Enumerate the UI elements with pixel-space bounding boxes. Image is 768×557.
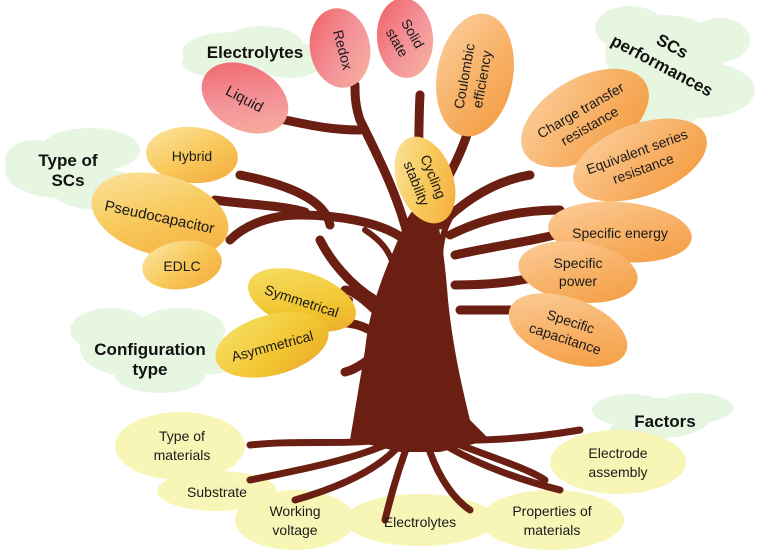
factor-electrode-assembly-line2: assembly — [588, 464, 647, 480]
factor-type-of-materials-line1: Type of — [159, 428, 205, 444]
factor-type-of-materials-line2: materials — [154, 447, 211, 463]
leaves: Liquid Redox Solid state Coulombic effic… — [91, 0, 707, 378]
leaf-specific-power-line1: Specific — [553, 255, 602, 271]
blob-type-of-materials — [115, 412, 245, 480]
leaf-cycling: Cycling stability — [394, 136, 456, 224]
tree-trunk — [350, 200, 490, 452]
blob-working-voltage — [235, 490, 355, 550]
factor-properties-line1: Properties of — [512, 503, 591, 519]
leaf-liquid: Liquid — [201, 62, 289, 134]
factor-substrate: Substrate — [187, 484, 247, 500]
leaf-esr: Equivalent series resistance — [573, 118, 707, 202]
leaf-specific-energy-label: Specific energy — [572, 225, 668, 241]
title-configuration-line1: Configuration — [94, 340, 205, 359]
cloud-electrolytes — [182, 26, 324, 78]
leaf-coulombic: Coulombic efficiency — [436, 13, 514, 137]
factor-working-voltage-line2: voltage — [272, 522, 317, 538]
leaf-asymmetrical: Asymmetrical — [215, 312, 329, 378]
leaf-solid-state: Solid state — [376, 0, 434, 78]
factor-labels: Type of materials Substrate Working volt… — [154, 428, 648, 538]
factor-properties-line2: materials — [524, 522, 581, 538]
factor-electrolytes: Electrolytes — [384, 514, 456, 530]
leaf-edlc-label: EDLC — [163, 258, 200, 274]
blob-electrode-assembly — [550, 430, 686, 494]
leaf-specific-capacitance: Specific capacitance — [508, 293, 628, 367]
title-factors: Factors — [634, 412, 695, 431]
title-type-of-scs-line2: SCs — [51, 171, 84, 190]
factor-working-voltage-line1: Working — [269, 503, 320, 519]
leaf-pseudocapacitor: Pseudocapacitor — [91, 172, 229, 258]
title-type-of-scs-line1: Type of — [38, 151, 98, 170]
blob-electrolytes — [345, 494, 495, 546]
title-electrolytes: Electrolytes — [207, 43, 303, 62]
leaf-hybrid: Hybrid — [146, 126, 238, 184]
tree — [210, 80, 584, 524]
leaf-redox: Redox — [309, 8, 371, 88]
factor-blobs — [115, 412, 686, 550]
blob-properties — [480, 490, 624, 550]
leaf-specific-power-line2: power — [559, 273, 597, 289]
leaf-hybrid-label: Hybrid — [172, 148, 212, 164]
leaf-specific-power: Specific power — [518, 241, 638, 303]
leaf-edlc: EDLC — [142, 240, 222, 290]
title-configuration-line2: type — [133, 360, 168, 379]
factor-electrode-assembly-line1: Electrode — [588, 445, 647, 461]
